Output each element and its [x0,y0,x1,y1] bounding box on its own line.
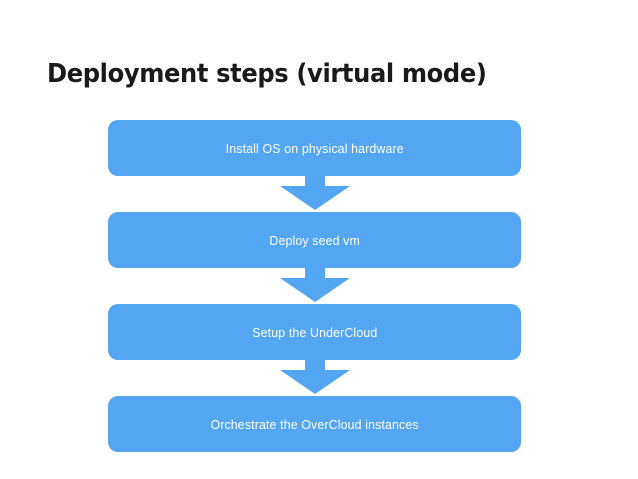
flow-connector-1 [108,176,521,212]
flow-step-label: Deploy seed vm [269,232,360,248]
flow-connector-3 [108,360,521,396]
arrow-down-icon [279,278,350,302]
arrow-down-icon [279,186,350,210]
arrow-down-stem [304,360,325,372]
flow-step-label: Orchestrate the OverCloud instances [210,416,419,432]
flow-step-1: Install OS on physical hardware [108,120,521,176]
flow-step-4: Orchestrate the OverCloud instances [108,396,521,452]
page-title: Deployment steps (virtual mode) [47,59,487,89]
flow-step-label: Install OS on physical hardware [225,140,404,156]
deployment-steps-flowchart: Install OS on physical hardware Deploy s… [108,120,521,452]
flow-step-2: Deploy seed vm [108,212,521,268]
flow-step-label: Setup the UnderCloud [251,324,378,340]
arrow-down-stem [304,268,325,280]
arrow-down-stem [304,176,325,188]
flow-step-3: Setup the UnderCloud [108,304,521,360]
arrow-down-icon [279,370,350,394]
flow-connector-2 [108,268,521,304]
